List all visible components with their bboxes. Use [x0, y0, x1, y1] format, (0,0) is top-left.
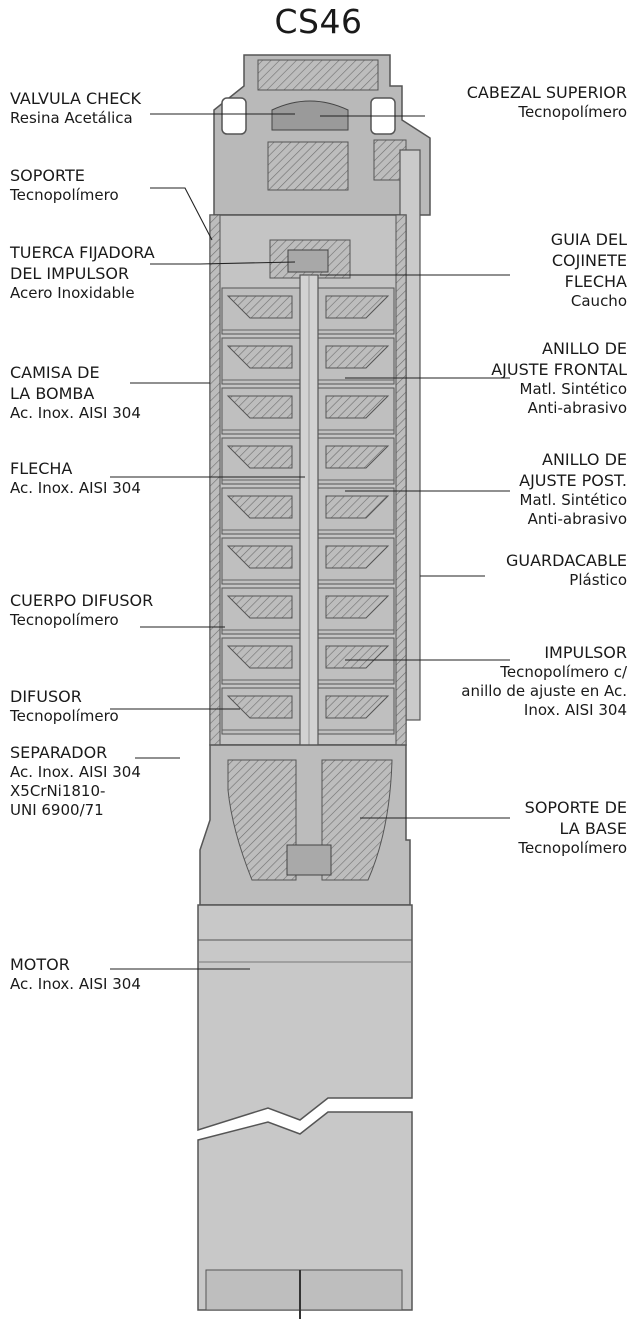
part-material: UNI 6900/71 — [10, 801, 104, 819]
part-material: anillo de ajuste en Ac. — [461, 682, 627, 700]
part-material: Tecnopolímero c/ — [500, 663, 627, 681]
part-material: Inox. AISI 304 — [523, 701, 627, 719]
part-name: CABEZAL SUPERIOR — [466, 83, 627, 102]
part-name: DIFUSOR — [10, 687, 82, 706]
part-material: X5CrNi1810- — [10, 782, 106, 800]
part-name: CAMISA DE — [10, 363, 100, 382]
top-head-left-window — [221, 97, 247, 135]
part-material: Tecnopolímero — [518, 839, 627, 857]
part-material: Tecnopolímero — [10, 707, 119, 725]
part-material: Tecnopolímero — [10, 611, 119, 629]
part-material: Plástico — [569, 571, 627, 589]
part-material: Acero Inoxidable — [10, 284, 135, 302]
part-material: Resina Acetálica — [10, 109, 133, 127]
part-name: AJUSTE POST. — [519, 471, 627, 490]
part-name: CUERPO DIFUSOR — [10, 591, 154, 610]
part-material: Anti-abrasivo — [527, 399, 627, 417]
part-name: AJUSTE FRONTAL — [491, 360, 627, 379]
part-name: ANILLO DE — [542, 339, 627, 358]
part-material: Tecnopolímero — [518, 103, 627, 121]
part-material: Ac. Inox. AISI 304 — [10, 479, 141, 497]
motor — [197, 904, 413, 1319]
part-material: Ac. Inox. AISI 304 — [10, 975, 141, 993]
part-name: FLECHA — [564, 272, 627, 291]
part-name: IMPULSOR — [544, 643, 627, 662]
part-material: Ac. Inox. AISI 304 — [10, 763, 141, 781]
part-name: LA BASE — [559, 819, 628, 838]
diagram-title: CS46 — [274, 2, 363, 41]
part-name: SOPORTE — [10, 166, 85, 185]
part-name: ANILLO DE — [542, 450, 627, 469]
part-name: MOTOR — [10, 955, 70, 974]
part-name: TUERCA FIJADORA — [10, 243, 155, 262]
part-name: VALVULA CHECK — [10, 89, 141, 108]
part-name: FLECHA — [10, 459, 73, 478]
part-name: SOPORTE DE — [524, 798, 627, 817]
part-name: GUIA DEL — [550, 230, 627, 249]
part-material: Matl. Sintético — [519, 380, 628, 398]
part-name: SEPARADOR — [10, 743, 108, 762]
part-material: Caucho — [570, 292, 627, 310]
part-material: Ac. Inox. AISI 304 — [10, 404, 141, 422]
part-name: COJINETE — [551, 251, 627, 270]
top-head — [213, 54, 431, 216]
base-support — [199, 744, 411, 906]
part-name: DEL IMPULSOR — [10, 264, 130, 283]
part-material: Anti-abrasivo — [527, 510, 627, 528]
pump-body — [209, 214, 407, 796]
part-name: GUARDACABLE — [506, 551, 627, 570]
part-material: Tecnopolímero — [10, 186, 119, 204]
part-name: LA BOMBA — [10, 384, 95, 403]
part-material: Matl. Sintético — [519, 491, 628, 509]
leader-lines — [110, 113, 510, 970]
